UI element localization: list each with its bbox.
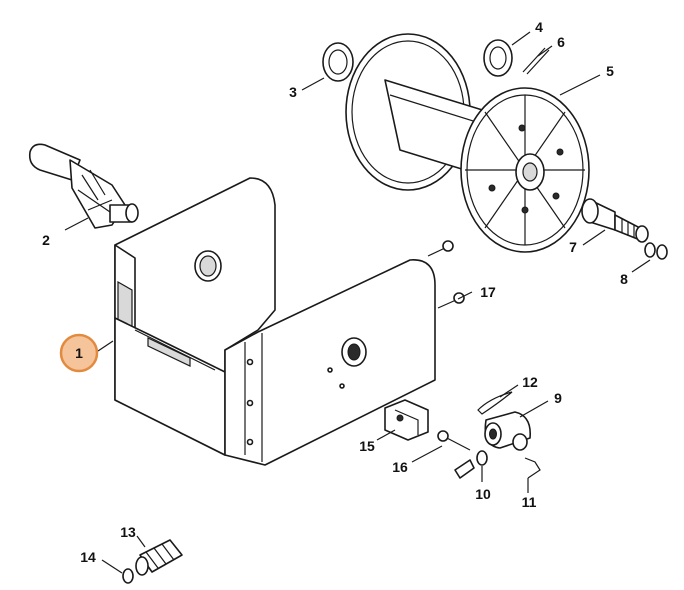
hose-13[interactable] (135, 459, 475, 576)
label-part-17[interactable]: 17 (480, 284, 496, 300)
label-part-11[interactable]: 11 (522, 494, 537, 510)
crank-handle[interactable] (28, 143, 139, 229)
pin-6[interactable] (522, 47, 550, 75)
hose-drum[interactable] (345, 33, 590, 253)
o-ring-10[interactable] (476, 450, 488, 466)
o-ring-14[interactable] (122, 568, 134, 584)
label-part-7[interactable]: 7 (569, 239, 577, 255)
label-part-4[interactable]: 4 (535, 19, 543, 35)
label-part-9[interactable]: 9 (554, 390, 562, 406)
label-part-15[interactable]: 15 (359, 438, 375, 454)
housing-bracket[interactable] (114, 177, 436, 466)
label-part-13[interactable]: 13 (120, 524, 136, 540)
screw-top[interactable] (427, 240, 454, 257)
leader-lines (64, 31, 651, 574)
axle-7[interactable] (581, 198, 649, 243)
o-rings-8[interactable] (644, 242, 668, 260)
label-part-12[interactable]: 12 (522, 374, 538, 390)
screw-16[interactable] (437, 430, 471, 451)
label-part-3[interactable]: 3 (289, 84, 297, 100)
highlight-circle-part-1[interactable] (59, 333, 99, 373)
swivel-fitting-9[interactable] (484, 411, 532, 451)
clip-15[interactable] (384, 399, 429, 441)
washer-3[interactable] (322, 42, 354, 82)
label-part-1[interactable]: 1 (75, 345, 83, 361)
label-part-6[interactable]: 6 (557, 34, 565, 50)
pin-11[interactable] (524, 457, 541, 479)
washer-4[interactable] (483, 39, 513, 77)
callout-labels: 1 2 3 4 5 6 7 8 9 10 11 12 13 14 15 16 1… (42, 19, 628, 565)
label-part-8[interactable]: 8 (620, 271, 628, 287)
label-part-5[interactable]: 5 (606, 63, 614, 79)
label-part-14[interactable]: 14 (80, 549, 96, 565)
label-part-2[interactable]: 2 (42, 232, 50, 248)
label-part-10[interactable]: 10 (475, 486, 491, 502)
screw-17[interactable] (437, 292, 465, 309)
label-part-16[interactable]: 16 (392, 459, 408, 475)
spring-clip-12[interactable] (477, 391, 513, 415)
